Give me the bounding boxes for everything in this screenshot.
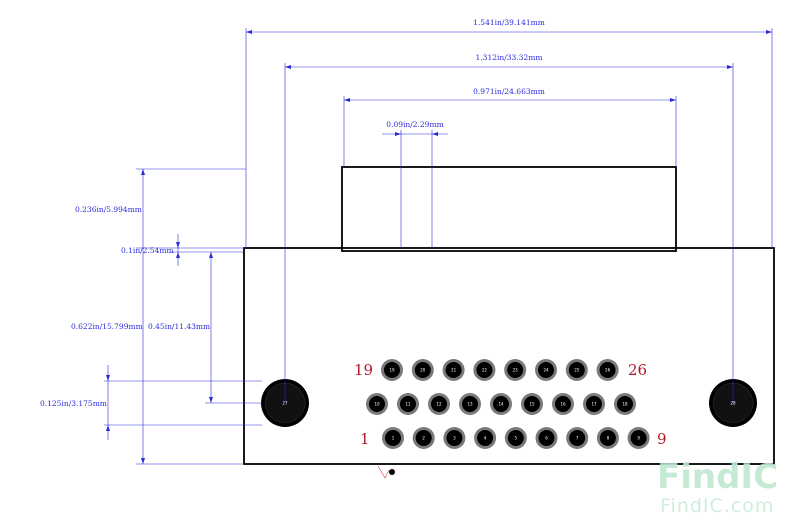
pin-row-top: 19 20 21 22 23 24 25 26 — [381, 359, 619, 381]
pin-12: 12 — [428, 393, 450, 415]
pin-label: 18 — [622, 402, 628, 407]
pin-label: 8 — [607, 436, 610, 441]
pin-label: 20 — [420, 368, 426, 373]
pin-row-middle: 10 11 12 13 14 15 16 17 18 — [366, 393, 636, 415]
pin-label: 10 — [374, 402, 380, 407]
pin-7: 7 — [566, 427, 589, 449]
pin-label: 7 — [576, 436, 579, 441]
watermark-logo-text: FindIC — [657, 457, 778, 497]
pin-label: 24 — [543, 368, 549, 373]
pin-label: 14 — [498, 402, 504, 407]
pin-label: 23 — [513, 368, 519, 373]
pin-label: 22 — [482, 368, 488, 373]
pin-label-1: 1 — [360, 430, 370, 448]
dim-shroud-width: 0.971in/24.663mm — [473, 87, 545, 96]
pin-6: 6 — [535, 427, 558, 449]
dimension-arrows — [106, 30, 772, 464]
pin-24: 24 — [535, 359, 557, 381]
pin-label: 6 — [545, 436, 548, 441]
pin-8: 8 — [596, 427, 619, 449]
pin-20: 20 — [411, 359, 434, 381]
pin-label: 11 — [405, 402, 411, 407]
dim-mount-hole-dia: 0.125in/3.175mm — [40, 399, 107, 408]
pin-label: 15 — [529, 402, 535, 407]
pin-25: 25 — [565, 359, 588, 381]
pin-label: 5 — [515, 436, 518, 441]
watermark-site: FindIC.com — [660, 495, 774, 517]
watermark-logo: FindIC — [657, 457, 778, 497]
pin-2: 2 — [412, 427, 435, 449]
dim-pin-pitch: 0.09in/2.29mm — [386, 120, 443, 129]
pin-10: 10 — [366, 393, 388, 415]
pin-row-bottom: 1 2 3 4 5 6 7 8 9 — [382, 427, 650, 449]
pin1-marker — [377, 465, 395, 479]
pin-11: 11 — [397, 393, 419, 415]
pin-label: 17 — [591, 402, 597, 407]
pin-label: 26 — [605, 368, 611, 373]
pin-14: 14 — [490, 393, 512, 415]
pin-19: 19 — [381, 359, 403, 381]
dim-shroud-height: 0.236in/5.994mm — [75, 205, 142, 214]
pin-21: 21 — [442, 359, 465, 381]
pin-label: 4 — [484, 436, 487, 441]
pin-label: 9 — [637, 436, 640, 441]
pin-label-26: 26 — [628, 361, 647, 379]
pin-4: 4 — [474, 427, 497, 449]
dim-mount-center-height: 0.45in/11.43mm — [148, 322, 210, 331]
dim-flange-offset: 0.1in/2.54mm — [121, 246, 174, 255]
pin-label: 25 — [574, 368, 580, 373]
pin-label: 16 — [560, 402, 566, 407]
connector-body — [243, 247, 775, 465]
pin-16: 16 — [552, 393, 574, 415]
dim-body-height: 0.622in/15.799mm — [71, 322, 143, 331]
dim-overall-width: 1.541in/39.141mm — [473, 18, 545, 27]
pin-13: 13 — [459, 393, 481, 415]
pin-label: 19 — [389, 368, 395, 373]
pin-17: 17 — [583, 393, 605, 415]
pin-1: 1 — [382, 427, 404, 449]
dim-mount-spacing: 1.312in/33.32mm — [476, 53, 543, 62]
watermark: FindIC FindIC.com — [657, 457, 778, 517]
pin-26: 26 — [596, 359, 619, 381]
pin-label: 1 — [392, 436, 395, 441]
pin-label-9: 9 — [657, 430, 667, 448]
connector-shroud — [341, 166, 677, 252]
pin-22: 22 — [473, 359, 496, 381]
pin-5: 5 — [504, 427, 527, 449]
pin-label: 3 — [453, 436, 456, 441]
pin-23: 23 — [504, 359, 527, 381]
pin-3: 3 — [443, 427, 466, 449]
pin-15: 15 — [521, 393, 543, 415]
pin-label-19: 19 — [354, 361, 373, 379]
pin-label: 21 — [451, 368, 457, 373]
pin-9: 9 — [627, 427, 650, 449]
pin-label: 12 — [436, 402, 442, 407]
pin-label: 2 — [422, 436, 425, 441]
pin-label: 13 — [467, 402, 473, 407]
pin-18: 18 — [614, 393, 636, 415]
